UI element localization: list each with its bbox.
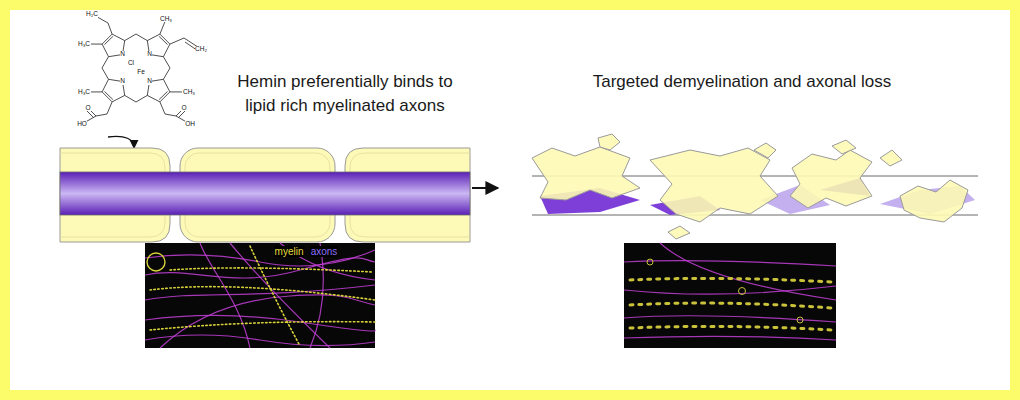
hemin-structure-part [125,34,148,41]
micrograph-damaged-part [624,286,836,294]
panel-caption: Targeted demyelination and axonal loss [593,70,892,94]
micrograph-damaged-part [630,278,832,282]
atom-label: N [147,51,153,58]
hemin-structure-part [102,57,109,80]
myelin-debris-part [532,147,640,200]
process-arrow [472,187,498,189]
panel-caption: Hemin preferentially binds to lipid rich… [225,70,465,118]
micrograph-intact-part [145,243,375,348]
hemin-structure-part [160,102,176,116]
myelin-debris-part [790,150,872,208]
hemin-structure-part [105,36,113,44]
micrograph-damaged-part [739,288,746,295]
micrograph-damaged-part [647,259,653,265]
micrograph-intact-part [310,243,323,348]
atom-label: Fe [137,69,146,76]
micrograph-damaged-part [624,243,836,340]
myelin-debris-part [900,180,968,222]
micrograph-damaged-part [630,326,832,330]
hemin-structure-part [105,91,113,99]
micrograph-intact-part [150,322,375,330]
atom-label: OH [185,121,196,128]
micrograph-intact-part [145,315,375,331]
myelin-debris-part [880,150,902,166]
myelin-debris [532,134,968,239]
myelin-debris-part [832,140,856,154]
micrograph-damaged [624,243,836,348]
micrograph-damaged-part [624,261,836,266]
micrograph-intact-part [145,285,375,300]
micrograph-intact-part [150,287,375,300]
atom-label: Cl [127,60,134,67]
atom-label: N [120,51,126,58]
micrograph-intact [145,243,375,348]
atom-label: CH₂ [195,46,208,53]
myelin-lamellae [60,153,470,237]
micrograph-intact-part [145,335,375,346]
hemin-structure-part [125,95,148,102]
micrograph-damaged-part [630,303,832,308]
hemin-structure-part [159,91,167,99]
stain-label: myelin [274,246,305,257]
micrograph-intact-part [170,268,372,272]
atom-label: CH₃ [159,16,172,23]
micrograph-damaged-part [624,316,836,322]
axon-outline-part [532,215,978,216]
atom-label: H₃C [77,89,90,96]
hemin-structure-part [179,111,186,118]
micrograph-intact-part [250,246,300,346]
hemin-structure-part [87,111,94,118]
hemin-structure [82,14,201,124]
atom-label: N [120,78,126,85]
micrograph-damaged-part [624,243,836,348]
myelin-debris-part [668,226,690,239]
hemin-structure-part [163,57,170,80]
axon [60,172,470,215]
micrograph-intact-part [145,243,375,348]
micrograph-damaged-part [660,243,836,300]
myelin-debris-part [754,143,776,158]
atom-label: N [147,78,153,85]
atom-label: H₃C [77,41,90,48]
myelin-sheath [60,148,470,242]
stain-label: axons [310,246,339,257]
hemin-structure-part [96,102,112,116]
micrograph-intact-part [145,250,375,266]
micrograph-intact-part [145,258,375,278]
white-ground [10,10,1010,390]
micrograph-damaged-part [630,278,832,330]
micrograph-damaged-part [624,336,836,340]
atom-label: H₂C [86,11,99,18]
myelin-debris-part [650,148,778,222]
hemin-structure-part [159,36,167,44]
binding-arrow [108,136,134,148]
myelin-debris-part [598,134,620,150]
atom-label: O [181,105,187,112]
atom-label: CH₃ [182,89,195,96]
micrograph-damaged-part [647,259,803,323]
micrograph-intact-part [147,253,165,271]
atom-label: HO [77,121,88,128]
atom-label: O [85,105,91,112]
micrograph-intact-part [150,246,375,346]
micrograph-damaged-part [797,317,803,323]
